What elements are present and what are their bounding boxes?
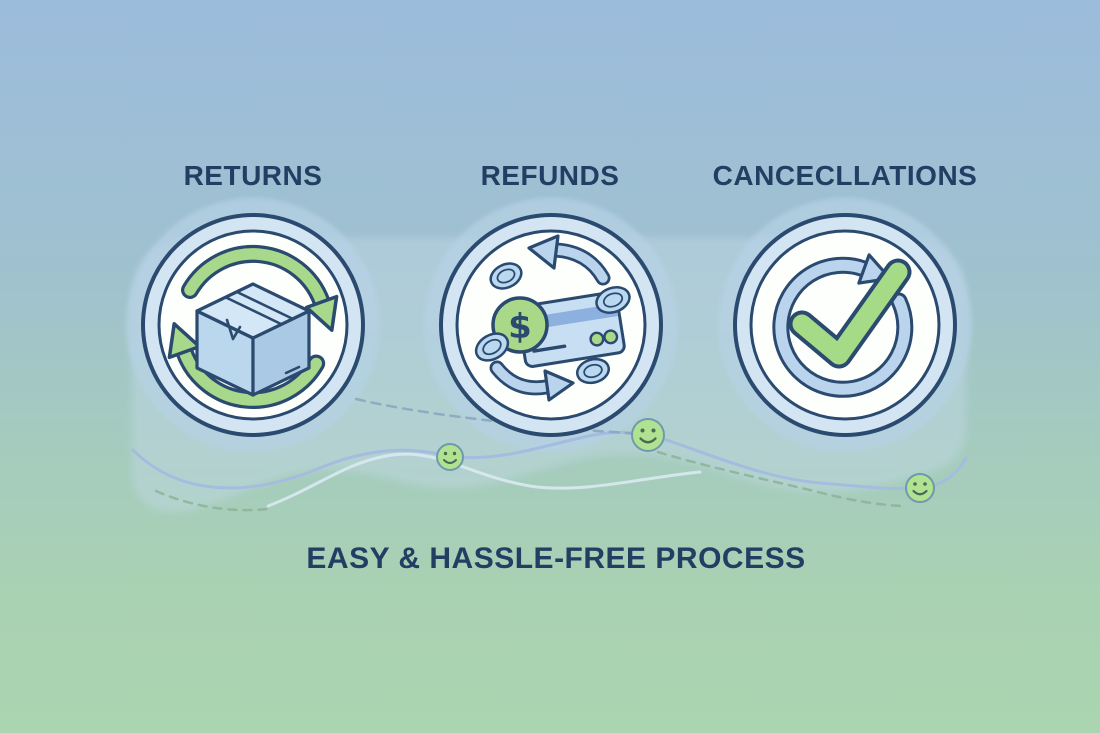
dollar-sign: $ [508, 307, 532, 347]
returns-badge [141, 213, 365, 437]
smiley-icon [631, 418, 665, 452]
smiley-icon [905, 473, 935, 503]
refunds-badge: $ [439, 213, 663, 437]
cancellations-title: CANCECLLATIONS [712, 160, 978, 191]
refund-payment-icon: $ [474, 234, 631, 402]
wave-dashed-green-right [656, 450, 904, 508]
returns-title: RETURNS [183, 160, 323, 191]
smiley-icon [436, 443, 464, 471]
tagline-text: EASY & HASSLE-FREE PROCESS [306, 542, 806, 575]
package-return-icon [167, 244, 339, 409]
cancellation-check-icon [772, 253, 914, 398]
wave-periwinkle-line [131, 430, 968, 491]
cancellations-badge [733, 213, 957, 437]
refunds-title: REFUNDS [480, 160, 620, 191]
coin-ellipses [474, 262, 631, 385]
wave-pale-line [266, 452, 702, 508]
